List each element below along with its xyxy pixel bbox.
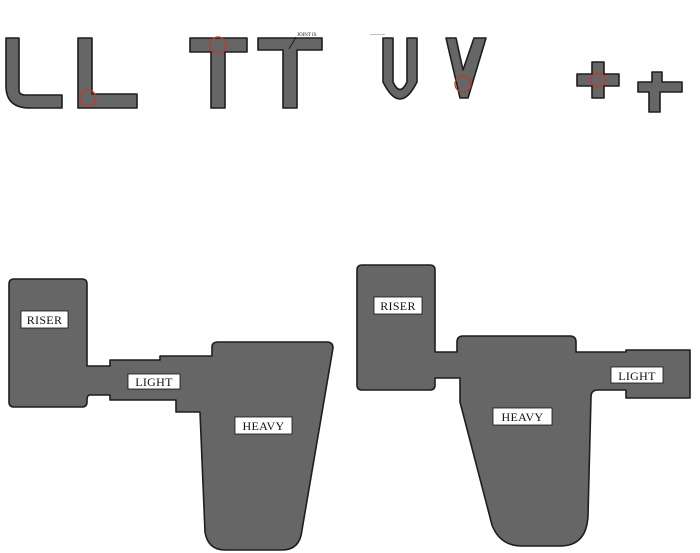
casting-right-light-label-box (610, 366, 664, 384)
casting-improved-design: RISER LIGHT HEAVY (356, 264, 691, 547)
casting-left-riser-label: RISER (27, 313, 63, 327)
casting-left-light-label: LIGHT (135, 375, 173, 389)
joint-callout-label: JOINT IS (297, 33, 317, 38)
l-joint-sharp-section (77, 37, 138, 109)
joint-cross (576, 61, 620, 99)
v-joint-hot-spot (454, 75, 472, 93)
joint-l-good (77, 37, 138, 109)
t-joint-section-with-hot-spot (189, 37, 248, 109)
staggered-joint-section (637, 71, 683, 113)
casting-right-riser-label: RISER (380, 299, 416, 313)
joint-staggered (637, 71, 683, 113)
casting-right-heavy-label-box (492, 407, 553, 426)
casting-left-heavy-label-box (234, 416, 293, 435)
corner-mark: ——— (369, 33, 386, 38)
l-joint-rounded-section (5, 37, 63, 109)
t-joint-cored-section (257, 37, 323, 109)
casting-left-light-label-box (127, 373, 181, 390)
casting-right-light-label: LIGHT (618, 369, 656, 383)
cross-joint-hot-spot (590, 72, 606, 88)
casting-left-outline (8, 278, 334, 551)
joint-t-bad (189, 36, 248, 109)
joint-v (445, 37, 487, 99)
casting-right-heavy-label: HEAVY (502, 410, 544, 424)
casting-right-outline (356, 264, 691, 547)
casting-left-riser-label-box (20, 310, 69, 329)
casting-left-heavy-label: HEAVY (243, 419, 285, 433)
v-joint-section (445, 37, 487, 99)
joint-u (382, 37, 418, 100)
cross-joint-section (576, 61, 620, 99)
joint-l-bad (5, 37, 63, 109)
casting-poor-design: RISER LIGHT HEAVY (8, 278, 334, 551)
casting-right-riser-label-box (373, 296, 423, 315)
joint-callout-leader (288, 36, 297, 50)
u-joint-section (382, 37, 418, 100)
joint-t-good: JOINT IS (257, 33, 323, 109)
l-joint-hot-spot (79, 89, 97, 107)
t-joint-hot-spot (209, 36, 227, 54)
